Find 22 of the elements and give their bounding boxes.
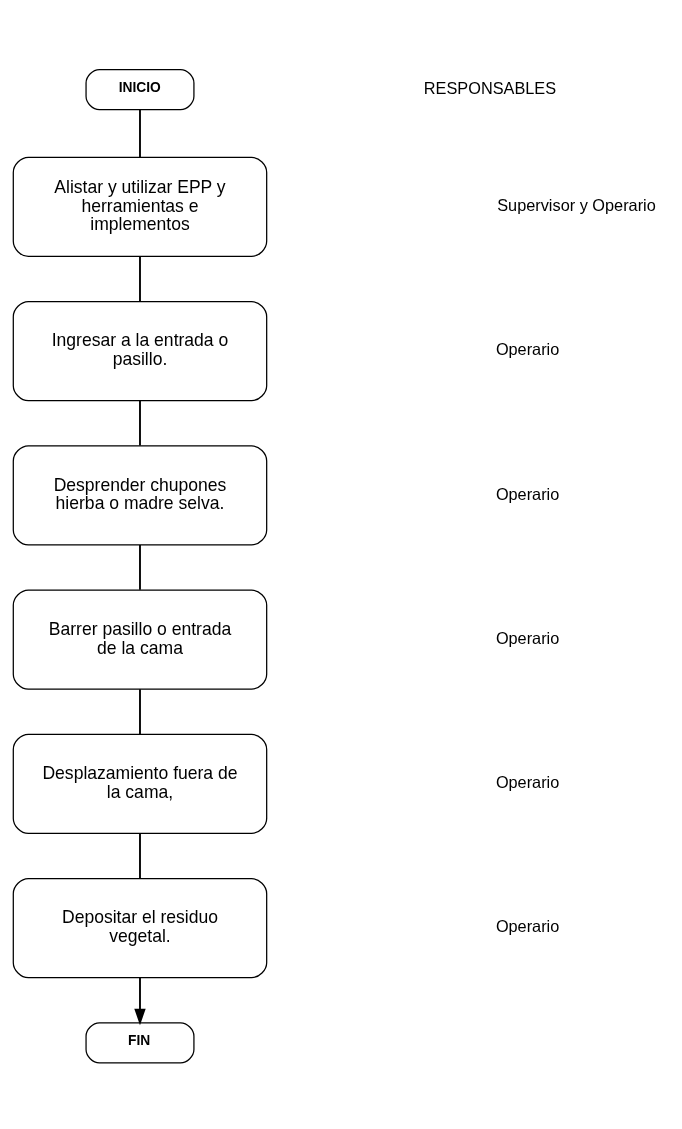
connector: [139, 399, 141, 446]
node-box: Desplazamiento fuera de la cama,: [12, 733, 268, 834]
connector: [139, 543, 141, 591]
node-box: INICIO: [85, 68, 195, 110]
label: Operario: [495, 484, 560, 503]
label: Operario: [495, 628, 560, 647]
node-box: Barrer pasillo o entrada de la cama: [12, 588, 268, 690]
label: Supervisor y Operario: [497, 195, 656, 214]
label: Operario: [495, 916, 560, 935]
label: Operario: [495, 339, 560, 358]
node-box: Ingresar a la entrada o pasillo.: [12, 300, 268, 401]
label: Operario: [495, 772, 560, 791]
node-box: Desprender chupones hierba o madre selva.: [12, 444, 268, 546]
label: RESPONSABLES: [423, 78, 557, 97]
node-box: Alistar y utilizar EPP y herramientas e implementos: [12, 156, 268, 257]
arrow: [134, 976, 146, 1025]
node-box: Depositar el residuo vegetal.: [12, 877, 268, 978]
connector: [139, 108, 141, 158]
connector: [139, 687, 141, 735]
connector: [139, 255, 141, 302]
connector: [139, 832, 141, 879]
node-box: FIN: [85, 1021, 195, 1064]
